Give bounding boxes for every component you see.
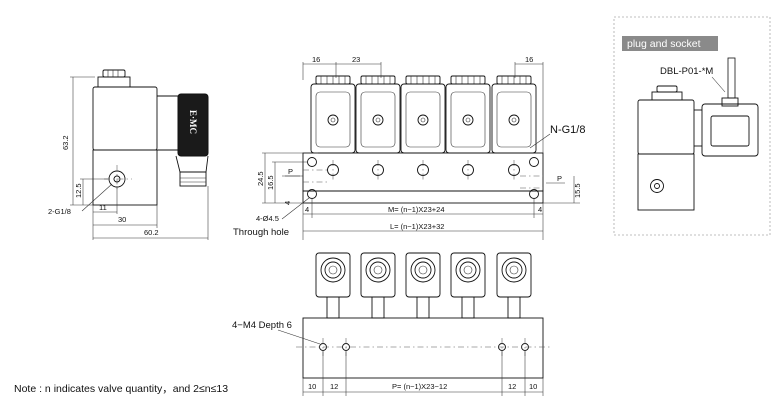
top-knob-4 [450, 252, 486, 319]
top-knob-5 [496, 252, 532, 319]
brand-label: E·MC [188, 110, 198, 134]
valve-1 [310, 75, 356, 182]
p-left: P [288, 167, 293, 176]
top-knob-2 [360, 252, 396, 319]
dim-left-1: 24.5 [256, 171, 265, 186]
dim-left-2: 16.5 [266, 175, 275, 190]
bottom-view: 4−M4 Depth 6 10 12 P= (n−1)X23−12 12 10 [232, 252, 552, 396]
valve-5 [491, 75, 537, 182]
through-hole-label: Through hole [233, 227, 289, 238]
front-view: 16 23 16 N-G1/8 24.5 16.5 4 P P 15.5 4 4 [233, 55, 585, 240]
dim-bottom-a: 10 [308, 382, 316, 391]
note-text: Note : n indicates valve quantity，and 2≤… [14, 383, 228, 395]
dim-left-3: 4 [283, 201, 292, 205]
dim-bottom-d: 10 [529, 382, 537, 391]
m-dimension: M= (n−1)X23+24 [388, 205, 445, 214]
l-dimension: L= (n−1)X23+32 [390, 222, 444, 231]
dim-right-1: 15.5 [573, 183, 582, 198]
dim-bottom-c: 12 [508, 382, 516, 391]
dim-height: 63.2 [61, 135, 70, 150]
valve-3 [400, 75, 446, 182]
plug-socket-inset: plug and socket DBL-P01-*M [613, 16, 771, 236]
valve-4 [445, 75, 491, 182]
p-right: P [557, 174, 562, 183]
dim-body-width: 30 [118, 215, 126, 224]
dim-top-left: 16 [312, 55, 320, 64]
edge-left: 4 [305, 205, 309, 214]
inset-part: DBL-P01-*M [660, 66, 713, 77]
dim-top-right: 16 [525, 55, 533, 64]
top-knob-1 [315, 252, 351, 319]
dim-top-pitch: 23 [352, 55, 360, 64]
inset-title: plug and socket [627, 38, 701, 50]
port-count-label: N-G1/8 [550, 124, 585, 136]
thread-label: 4−M4 Depth 6 [232, 320, 292, 331]
port-label: 2-G1/8 [48, 207, 71, 216]
edge-right: 4 [538, 205, 542, 214]
dim-total-width: 60.2 [144, 228, 159, 237]
dim-port-height: 12.5 [74, 183, 83, 198]
dim-bottom-p: P= (n−1)X23−12 [392, 382, 447, 391]
hole-label: 4-Ø4.5 [256, 214, 279, 223]
dim-port-offset: 11 [99, 203, 107, 212]
dim-bottom-b: 12 [330, 382, 338, 391]
valve-2 [355, 75, 401, 182]
side-view: E·MC 63.2 12.5 11 30 60.2 2-G1/8 [48, 69, 209, 240]
top-knob-3 [405, 252, 441, 319]
